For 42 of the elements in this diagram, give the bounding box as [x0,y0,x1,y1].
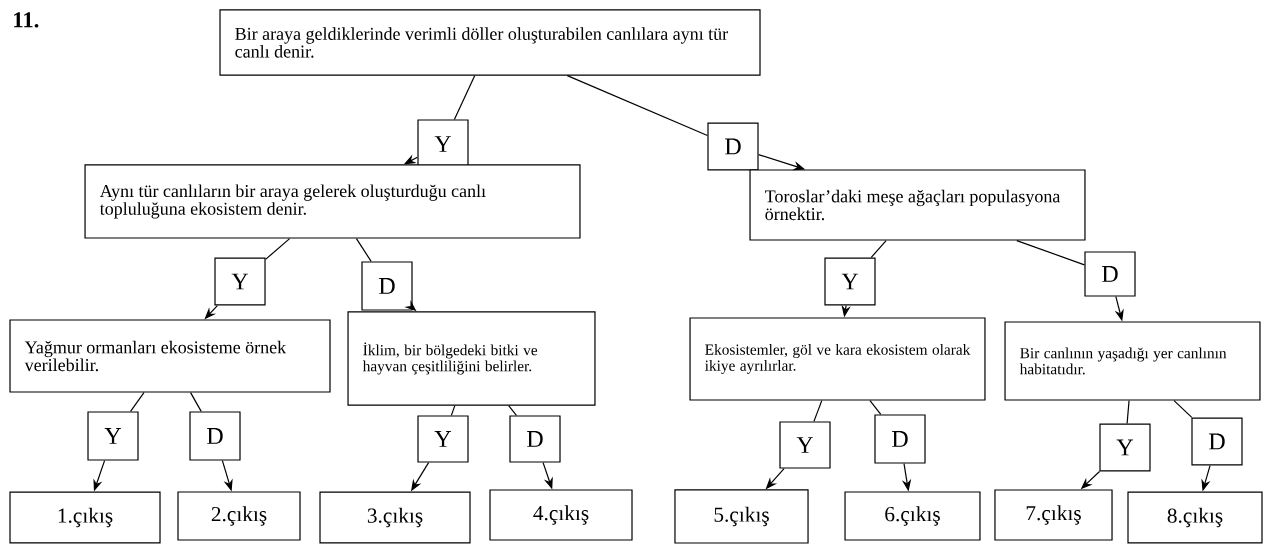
connector-line [508,405,517,416]
answer-box: Y [417,119,469,169]
connector-line [450,405,456,416]
answer-box: D [707,122,759,171]
statement-box: Yağmur ormanları ekosisteme örnek verilebilir. [9,319,331,393]
answer-box: Y [779,421,831,469]
statement-box: Bir araya geldiklerinde verimli döller oluşturabilen canlılara aynı tür canlı denir. [219,9,761,76]
statement-box: Toroslar’daki meşe ağaçları populasyona örnektir. [749,169,1086,241]
answer-box: D [509,415,561,463]
answer-box: D [1191,417,1243,466]
statement-box: Ekosistemler, göl ve kara ekosistem olarak ikiye ayrılırlar. [689,317,986,401]
answer-box: D [361,261,413,311]
connector-line [869,400,882,415]
answer-box: Y [417,415,469,463]
connector-line [129,392,145,412]
connector-line [190,392,202,412]
answer-box: D [874,414,926,464]
connector-line [566,75,708,137]
exit-box: 6.çıkış [844,491,981,541]
answer-box: Y [824,257,876,306]
connector-line [1173,400,1193,419]
exit-box: 1.çıkış [9,491,161,544]
question-number: 11. [14,12,39,28]
exit-box: 8.çıkış [1127,491,1263,544]
answer-box: Y [1099,423,1151,472]
connector-line [453,75,476,120]
exit-box: 7.çıkış [994,489,1113,541]
answer-box: Y [214,257,266,306]
connector-line [813,400,823,422]
connector-line [355,238,372,262]
exit-box: 4.çıkış [489,489,633,541]
connector-line [265,238,291,260]
answer-box: D [1084,251,1136,297]
statement-box: Bir canlının yaşadığı yer canlının habitatıdır. [1004,321,1261,401]
connector-line [870,240,887,259]
answer-box: Y [87,411,139,461]
exit-box: 5.çıkış [674,489,809,544]
connector-line [1016,240,1085,266]
exit-box: 2.çıkış [177,491,301,541]
connector-line [1126,400,1130,425]
exit-box: 3.çıkış [319,491,471,544]
answer-box: D [189,411,241,461]
